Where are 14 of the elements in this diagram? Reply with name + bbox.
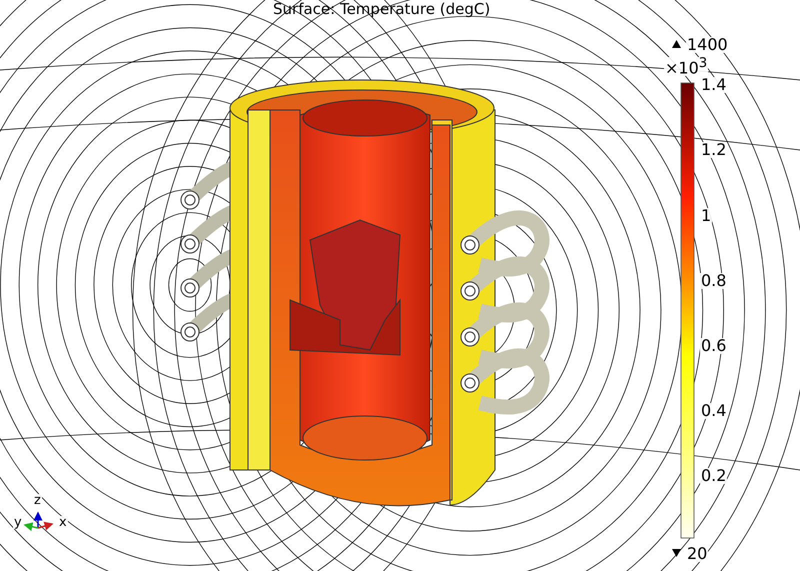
scale-tick-label: 0.4 (700, 403, 728, 419)
scale-multiplier: ×10$^{3}$ (664, 57, 708, 76)
scale-tick-label: 1 (700, 208, 712, 224)
scale-tick-label: 0.8 (700, 273, 728, 289)
scale-tick-label: 0.6 (700, 338, 728, 354)
scale-tick-label: 0.2 (700, 468, 728, 484)
scale-tick-label: 1.4 (700, 77, 728, 93)
axis-label: y (13, 516, 23, 529)
color-scale-bar (680, 82, 694, 538)
scale-tick-label: 1.2 (700, 142, 728, 158)
axis-label: x (58, 516, 68, 529)
scale-min-value: 20 (686, 546, 708, 562)
scale-max-value: 1400 (686, 37, 729, 53)
axis-label: z (33, 494, 42, 507)
